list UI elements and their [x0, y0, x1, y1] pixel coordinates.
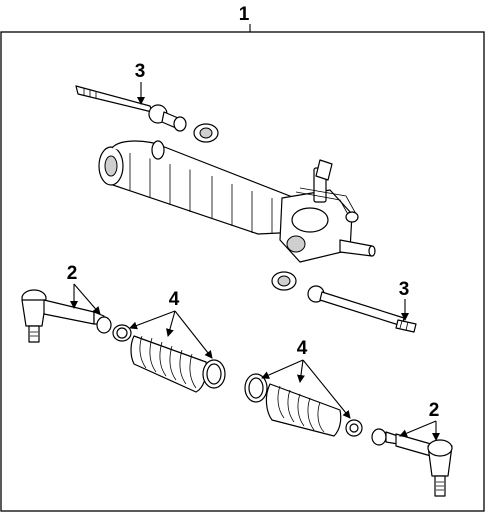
tie-rod-end-left	[21, 289, 112, 343]
svg-text:1: 1	[239, 4, 250, 25]
callout-3-upper: 3	[135, 61, 146, 105]
diagram-frame	[0, 31, 485, 512]
svg-text:4: 4	[169, 289, 180, 310]
svg-text:4: 4	[297, 338, 308, 359]
svg-text:2: 2	[67, 263, 78, 284]
callout-2-right: 2	[399, 400, 440, 441]
callout-4-right: 4	[261, 338, 351, 419]
rack-bushing-upper	[193, 123, 219, 143]
tie-rod-end-right	[371, 428, 453, 497]
boot-kit-right	[244, 373, 363, 437]
svg-text:2: 2	[429, 400, 440, 421]
inner-tie-rod-lower	[307, 285, 417, 333]
boot-kit-left	[112, 324, 226, 393]
callout-3-lower: 3	[399, 279, 410, 321]
callout-1-assembly: 1	[239, 4, 251, 32]
inner-tie-rod-upper	[75, 85, 187, 132]
callout-4-left: 4	[129, 289, 213, 359]
steering-rack-assembly	[98, 140, 376, 263]
svg-text:3: 3	[399, 279, 410, 300]
callout-2-left: 2	[67, 263, 101, 315]
svg-text:3: 3	[135, 61, 146, 82]
rack-bushing-lower	[271, 271, 297, 291]
